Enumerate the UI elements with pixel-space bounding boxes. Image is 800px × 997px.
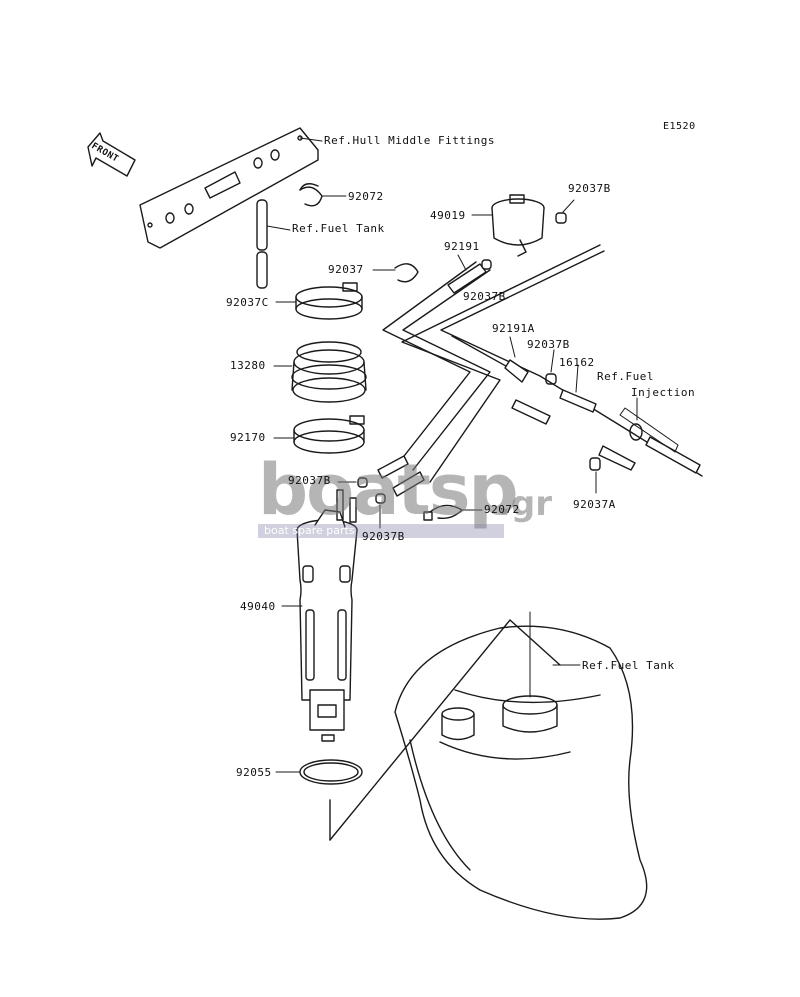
fuel-hose-run: [382, 244, 703, 483]
band-clamp-92037c: [275, 282, 363, 320]
label-92037a: 92037A: [573, 498, 616, 511]
label-92072-low: 92072: [484, 503, 520, 516]
clamp-92037a: [589, 457, 601, 494]
label-92191a: 92191A: [492, 322, 535, 335]
label-ref-fuel: Ref.Fuel: [597, 370, 654, 383]
label-92055: 92055: [236, 766, 272, 779]
label-49040: 49040: [240, 600, 276, 613]
label-13280: 13280: [230, 359, 266, 372]
label-ref-fuel-tank-top: Ref.Fuel Tank: [292, 222, 385, 235]
label-92037c: 92037C: [226, 296, 269, 309]
label-92037: 92037: [328, 263, 364, 276]
label-ref-hull-middle-fittings: Ref.Hull Middle Fittings: [324, 134, 495, 147]
hull-fitting-bracket: [139, 127, 323, 249]
label-92037b-right: 92037B: [527, 338, 570, 351]
band-clamp-92170: [273, 415, 365, 454]
watermark-tagline: boat spare parts: [258, 524, 504, 538]
label-49019: 49019: [430, 209, 466, 222]
clamp-92072-top: [299, 183, 347, 207]
label-92072-top: 92072: [348, 190, 384, 203]
fuel-pump-seal-13280: [273, 341, 367, 403]
diagram-code: E1520: [663, 121, 696, 132]
label-92037b-left: 92037B: [288, 474, 331, 487]
fuel-pump-assembly-49040: [281, 489, 358, 742]
label-92037b-low: 92037B: [362, 530, 405, 543]
o-ring-92055: [275, 759, 363, 785]
label-ref-fuel-tank-low: Ref.Fuel Tank: [582, 659, 675, 672]
label-92037b-top: 92037B: [568, 182, 611, 195]
pipe-segments: [511, 397, 701, 474]
hose-92191a: [504, 336, 529, 383]
fitting-16162: [559, 364, 597, 413]
watermark-suffix: .gr: [498, 484, 553, 524]
label-92191: 92191: [444, 240, 480, 253]
vent-hose-top: [256, 199, 291, 289]
fuel-tank: [329, 611, 648, 920]
watermark-text: boatsp: [258, 449, 519, 531]
label-92037b-mid: 92037B: [463, 290, 506, 303]
label-16162: 16162: [559, 356, 595, 369]
label-92170: 92170: [230, 431, 266, 444]
clamp-92037b-right: [545, 349, 557, 385]
front-arrow-icon: [87, 132, 136, 177]
label-injection: Injection: [631, 386, 696, 399]
watermark-logo: boatsp .gr boat spare parts: [258, 449, 552, 538]
clamp-92037: [372, 263, 419, 283]
fuel-filter-49019: [471, 194, 575, 257]
hose-joints-lower: [337, 455, 425, 529]
clamp-92072-low: [423, 504, 483, 521]
